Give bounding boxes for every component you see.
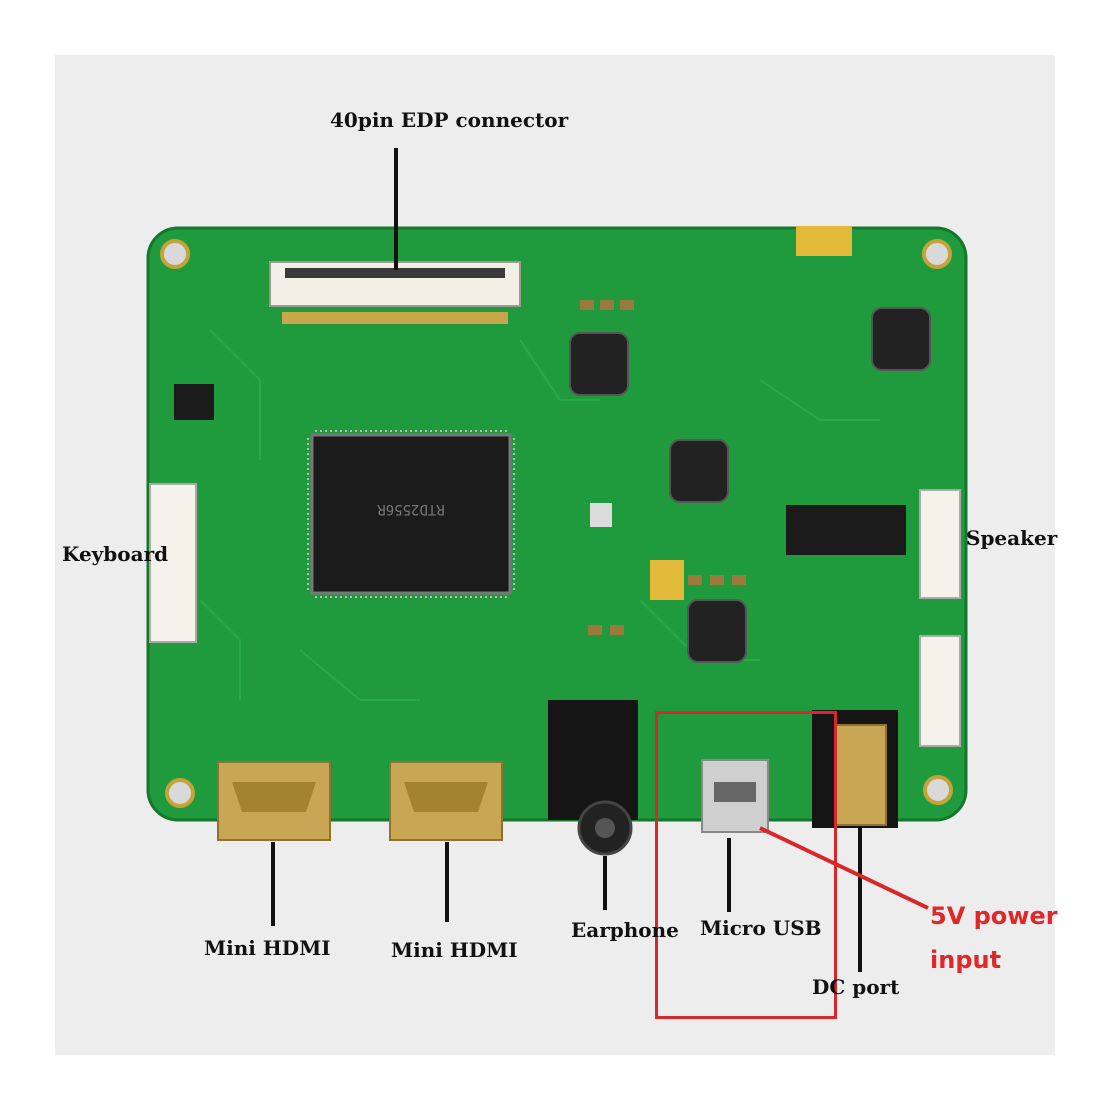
label-edp-connector: 40pin EDP connector bbox=[330, 108, 569, 132]
leader-hdmi-2 bbox=[445, 842, 449, 922]
label-mini-hdmi-1: Mini HDMI bbox=[204, 936, 331, 960]
chip-marking: RTD2556R bbox=[377, 501, 445, 517]
amp-ic bbox=[786, 505, 906, 555]
leader-micro-usb bbox=[727, 838, 731, 912]
label-power-input-line1: 5V power bbox=[930, 902, 1058, 930]
mounting-holes bbox=[160, 239, 953, 808]
micro-usb-highlight-box bbox=[655, 711, 837, 1019]
leader-earphone bbox=[603, 856, 607, 910]
keyboard-connector bbox=[149, 483, 197, 643]
leader-edp bbox=[394, 148, 398, 270]
label-micro-usb: Micro USB bbox=[700, 916, 822, 940]
leader-dc-port bbox=[858, 826, 862, 972]
label-earphone: Earphone bbox=[571, 918, 679, 942]
label-power-input-line2: input bbox=[930, 946, 1002, 974]
leader-hdmi-1 bbox=[271, 842, 275, 926]
main-ic bbox=[310, 433, 512, 595]
speaker-connector bbox=[919, 489, 961, 599]
earphone-jack bbox=[548, 700, 638, 820]
label-mini-hdmi-2: Mini HDMI bbox=[391, 938, 518, 962]
label-keyboard: Keyboard bbox=[62, 542, 169, 566]
label-speaker: Speaker bbox=[966, 526, 1058, 550]
inductors bbox=[569, 307, 931, 663]
label-dc-port: DC port bbox=[812, 975, 900, 999]
